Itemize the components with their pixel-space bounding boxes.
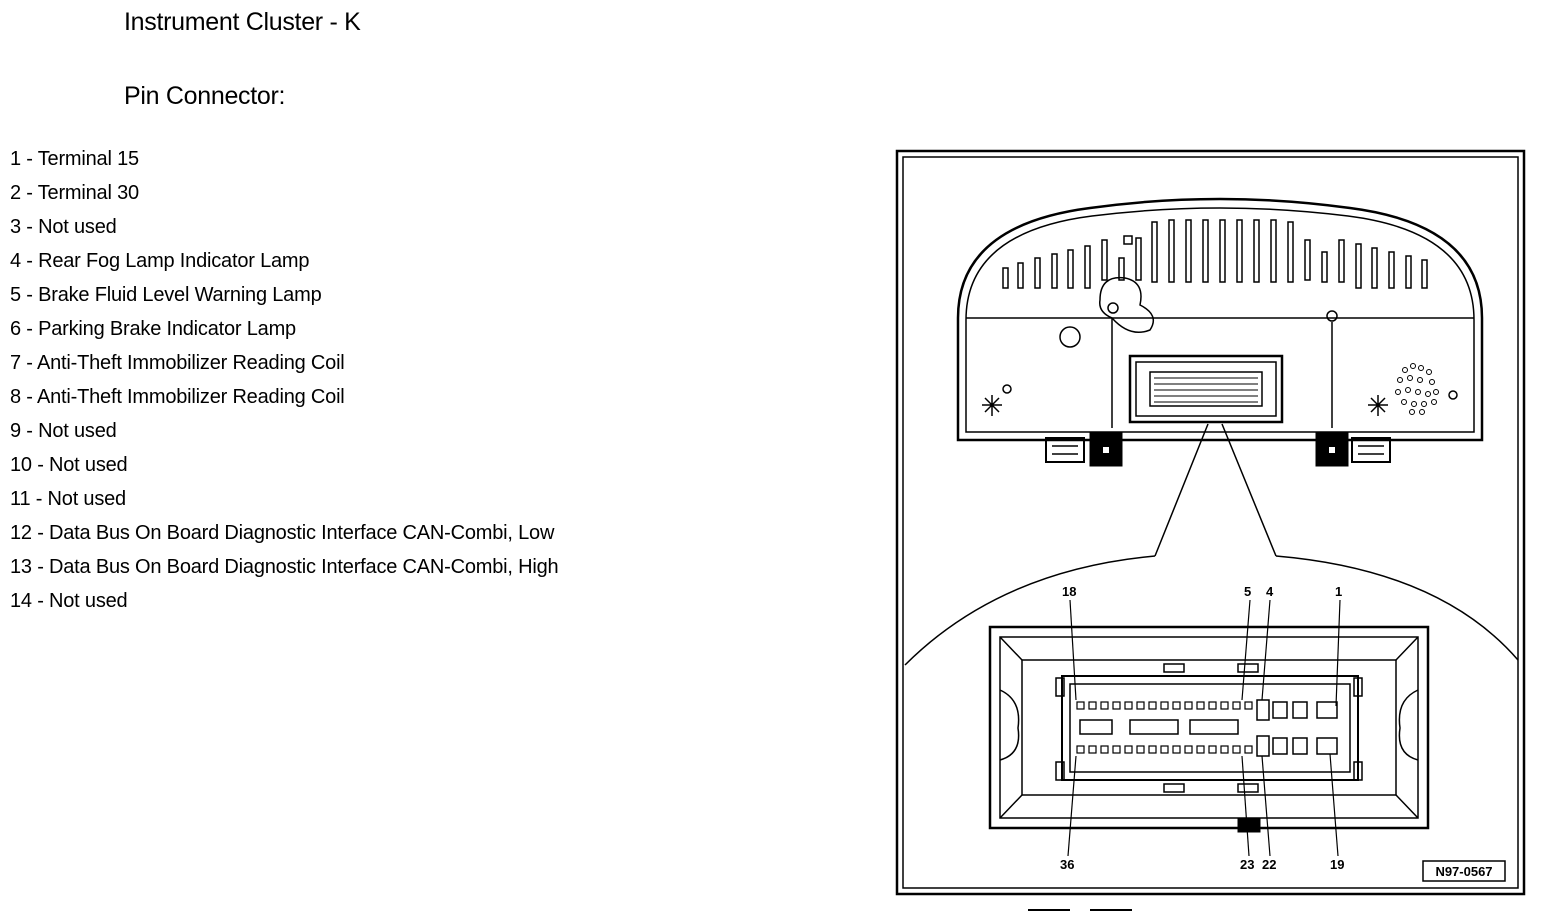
pin-item: 4 - Rear Fog Lamp Indicator Lamp [10, 250, 310, 272]
housing-ribs [1002, 219, 1428, 289]
pin-item: 1 - Terminal 15 [10, 148, 139, 170]
pin-number-label: 23 [1240, 857, 1254, 872]
pin-item: 8 - Anti-Theft Immobilizer Reading Coil [10, 386, 345, 408]
pin-number-label: 22 [1262, 857, 1276, 872]
enlarged-connector [988, 599, 1430, 857]
pin-list: 1 - Terminal 15 2 - Terminal 30 3 - Not … [10, 146, 559, 622]
pin-item: 7 - Anti-Theft Immobilizer Reading Coil [10, 352, 345, 374]
pin-number-label: 5 [1244, 584, 1251, 599]
pin-item: 6 - Parking Brake Indicator Lamp [10, 318, 296, 340]
figure-frame-outer [895, 149, 1526, 896]
pin-number-label: 1 [1335, 584, 1342, 599]
pin-item: 14 - Not used [10, 590, 128, 612]
pin-number-label: 18 [1062, 584, 1076, 599]
section-heading: Pin Connector: [124, 82, 286, 110]
pin-item: 5 - Brake Fluid Level Warning Lamp [10, 284, 322, 306]
pin-item: 10 - Not used [10, 454, 128, 476]
figure-reference: N97-0567 [1435, 864, 1492, 879]
pin-item: 13 - Data Bus On Board Diagnostic Interf… [10, 556, 559, 578]
figure-frame-inner [902, 156, 1519, 889]
pin-number-label: 4 [1266, 584, 1274, 599]
pin-item: 11 - Not used [10, 488, 126, 510]
figure-reference-box [1422, 860, 1506, 882]
page-title: Instrument Cluster - K [124, 8, 361, 36]
pin-item: 12 - Data Bus On Board Diagnostic Interf… [10, 522, 555, 544]
pin-item: 9 - Not used [10, 420, 117, 442]
pin-item: 3 - Not used [10, 216, 117, 238]
instrument-cluster-housing [904, 197, 1519, 666]
pin-item: 2 - Terminal 30 [10, 182, 139, 204]
pin-number-label: 19 [1330, 857, 1344, 872]
pin-number-label: 36 [1060, 857, 1074, 872]
